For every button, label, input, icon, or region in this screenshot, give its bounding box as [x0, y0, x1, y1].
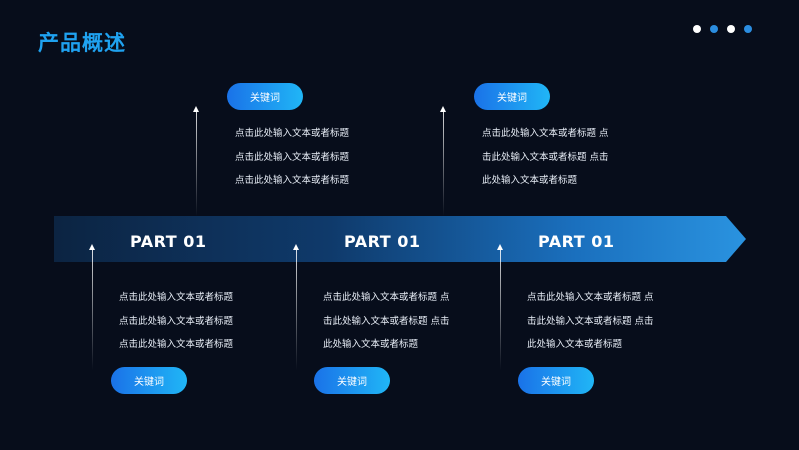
timeline-band [54, 216, 746, 262]
text-line: 点击此处输入文本或者标题 [235, 128, 350, 139]
part-label-2: PART 01 [344, 232, 421, 251]
text-line: 点击此处输入文本或者标题 [235, 175, 350, 186]
arrow-up-icon [497, 244, 503, 250]
text-line: 点击此处输入文本或者标题 [235, 151, 350, 163]
arrow-up-icon [293, 244, 299, 250]
pager-dot-3[interactable] [727, 25, 735, 33]
connector-line-bottom-2 [296, 250, 297, 370]
keyword-pill-bottom-1[interactable]: 关键词 [111, 367, 187, 394]
pager-dot-2[interactable] [710, 25, 718, 33]
arrow-up-icon [440, 106, 446, 112]
text-block-bottom-3: 点击此处输入文本或者标题 点 击此处输入文本或者标题 点击 此处输入文本或者标题 [527, 286, 654, 357]
text-line: 点击此处输入文本或者标题 点 [482, 128, 609, 139]
text-line: 点击此处输入文本或者标题 [119, 339, 234, 350]
text-line: 击此处输入文本或者标题 点击 [527, 315, 654, 327]
page-title: 产品概述 [38, 31, 126, 55]
pager-dots [693, 25, 752, 33]
arrow-up-icon [89, 244, 95, 250]
keyword-pill-top-2[interactable]: 关键词 [474, 83, 550, 110]
connector-line-top-2 [443, 110, 444, 216]
connector-line-bottom-1 [92, 250, 93, 370]
text-line: 击此处输入文本或者标题 点击 [323, 315, 450, 327]
text-block-top-1: 点击此处输入文本或者标题 点击此处输入文本或者标题 点击此处输入文本或者标题 [235, 122, 349, 193]
part-label-3: PART 01 [538, 232, 615, 251]
keyword-pill-bottom-3[interactable]: 关键词 [518, 367, 594, 394]
part-label-1: PART 01 [130, 232, 207, 251]
text-line: 点击此处输入文本或者标题 点 [527, 292, 654, 303]
keyword-pill-bottom-2[interactable]: 关键词 [314, 367, 390, 394]
pager-dot-4[interactable] [744, 25, 752, 33]
arrow-up-icon [193, 106, 199, 112]
text-block-bottom-2: 点击此处输入文本或者标题 点 击此处输入文本或者标题 点击 此处输入文本或者标题 [323, 286, 450, 357]
keyword-pill-top-1[interactable]: 关键词 [227, 83, 303, 110]
text-line: 击此处输入文本或者标题 点击 [482, 151, 609, 163]
text-line: 此处输入文本或者标题 [527, 339, 623, 350]
connector-line-bottom-3 [500, 250, 501, 370]
text-block-bottom-1: 点击此处输入文本或者标题 点击此处输入文本或者标题 点击此处输入文本或者标题 [119, 286, 233, 357]
connector-line-top-1 [196, 110, 197, 216]
text-line: 此处输入文本或者标题 [482, 175, 578, 186]
text-line: 点击此处输入文本或者标题 [119, 315, 234, 327]
pager-dot-1[interactable] [693, 25, 701, 33]
text-block-top-2: 点击此处输入文本或者标题 点 击此处输入文本或者标题 点击 此处输入文本或者标题 [482, 122, 609, 193]
text-line: 点击此处输入文本或者标题 [119, 292, 234, 303]
text-line: 点击此处输入文本或者标题 点 [323, 292, 450, 303]
text-line: 此处输入文本或者标题 [323, 339, 419, 350]
